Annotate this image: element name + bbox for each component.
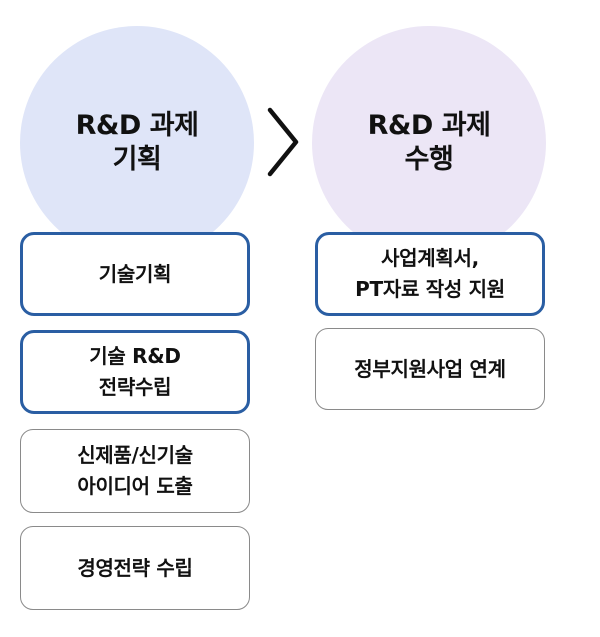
item-management-strategy: 경영전략 수립: [20, 526, 250, 610]
chevron-right-icon: [267, 107, 299, 177]
item-government-program-link: 정부지원사업 연계: [315, 328, 545, 410]
stage-circle-planning: R&D 과제 기획: [20, 26, 254, 260]
item-tech-planning: 기술기획: [20, 232, 250, 316]
stage-title-planning: R&D 과제 기획: [75, 110, 199, 175]
item-rnd-strategy: 기술 R&D 전략수립: [20, 330, 250, 414]
stage-title-execution: R&D 과제 수행: [367, 110, 491, 175]
item-business-plan-support: 사업계획서, PT자료 작성 지원: [315, 232, 545, 316]
stage-circle-execution: R&D 과제 수행: [312, 26, 546, 260]
item-idea-generation: 신제품/신기술 아이디어 도출: [20, 429, 250, 513]
